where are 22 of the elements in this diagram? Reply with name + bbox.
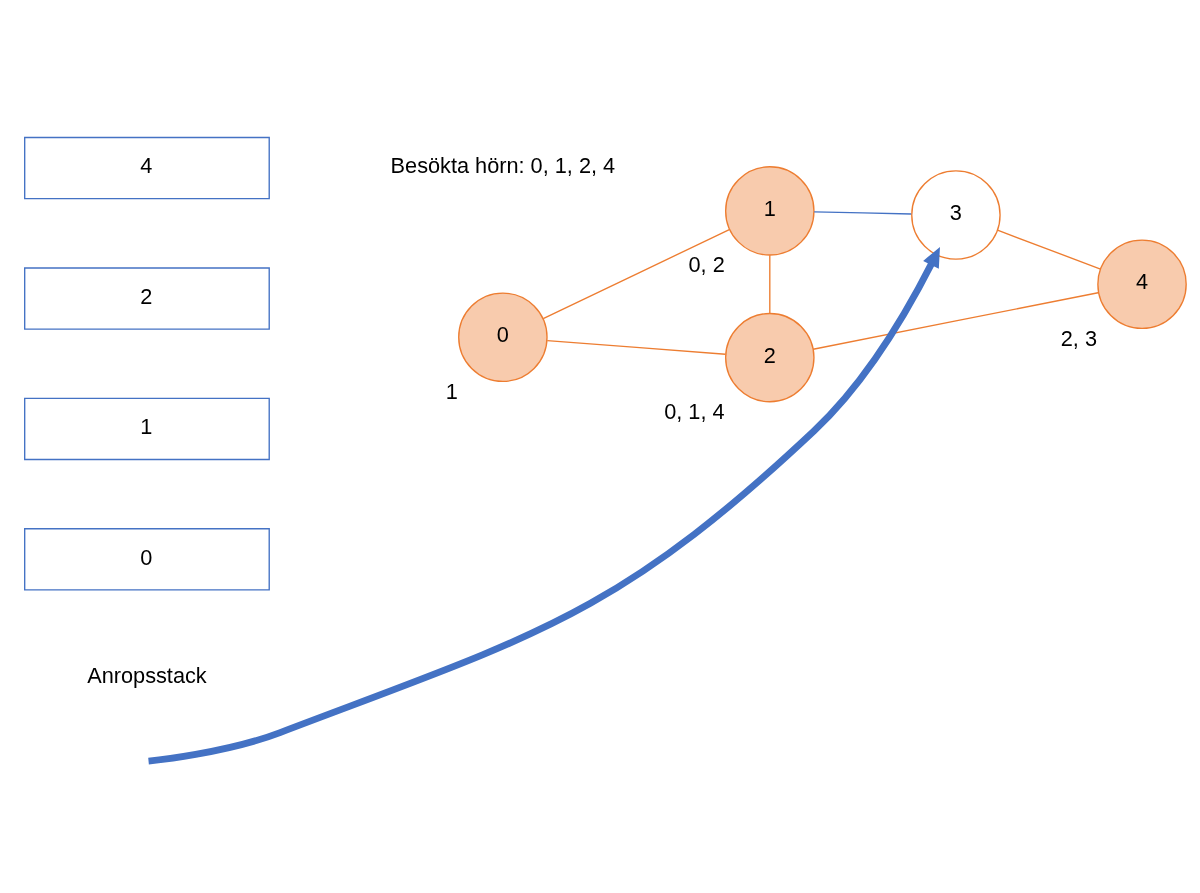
node-circle: 4 xyxy=(1097,239,1187,330)
connector xyxy=(546,339,727,355)
connector xyxy=(813,211,912,215)
connector xyxy=(812,292,1099,350)
connector xyxy=(542,228,730,320)
node-label: 0, 2 xyxy=(688,252,725,278)
node-circle: 1 xyxy=(725,166,815,256)
label: 2 xyxy=(140,283,153,309)
label: 1 xyxy=(140,414,153,440)
label: Besökta hörn: 0, 1, 2, 4 xyxy=(390,152,616,178)
connector xyxy=(769,254,771,314)
arrow xyxy=(148,246,940,765)
node-label: 1 xyxy=(445,378,458,404)
node-circle: 3 xyxy=(911,170,1001,260)
node-circle: 2 xyxy=(725,312,815,403)
label: Anropsstack xyxy=(87,663,207,689)
connector xyxy=(996,229,1102,270)
label: 4 xyxy=(140,153,153,179)
node-label: 2, 3 xyxy=(1060,325,1097,351)
node-label: 0, 1, 4 xyxy=(664,399,725,425)
node-circle: 0 xyxy=(458,292,548,383)
label: 0 xyxy=(140,544,153,570)
